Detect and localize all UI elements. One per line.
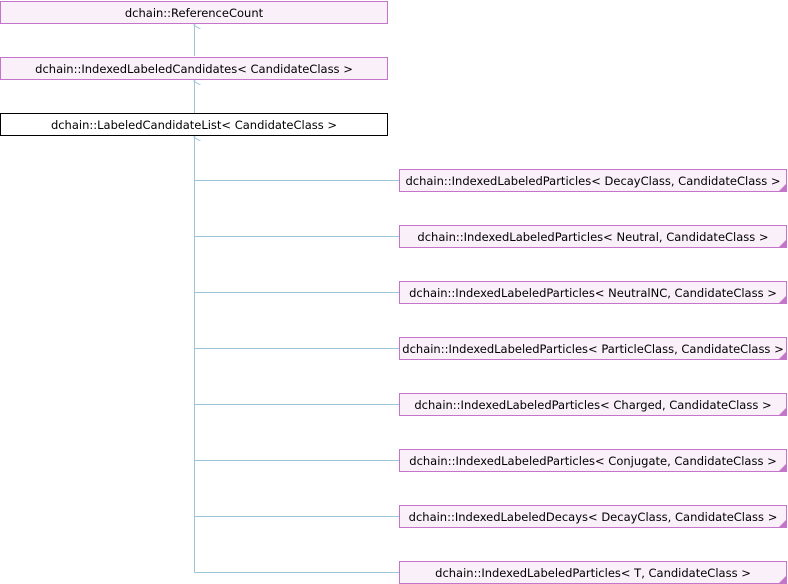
node-child-conjugate[interactable]: dchain::IndexedLabeledParticles< Conjuga… (399, 449, 787, 472)
node-labeled-candidate-list: dchain::LabeledCandidateList< CandidateC… (0, 113, 388, 136)
node-child-neutral-nc[interactable]: dchain::IndexedLabeledParticles< Neutral… (399, 281, 787, 304)
child-branches (194, 180, 399, 573)
node-reference-count[interactable]: dchain::ReferenceCount (0, 1, 388, 24)
node-child-decays[interactable]: dchain::IndexedLabeledDecays< DecayClass… (399, 505, 787, 528)
node-child-neutral[interactable]: dchain::IndexedLabeledParticles< Neutral… (399, 225, 787, 248)
node-child-t[interactable]: dchain::IndexedLabeledParticles< T, Cand… (399, 561, 787, 584)
node-indexed-labeled-candidates[interactable]: dchain::IndexedLabeledCandidates< Candid… (0, 57, 388, 80)
node-child-decay-class[interactable]: dchain::IndexedLabeledParticles< DecayCl… (399, 169, 787, 192)
node-child-charged[interactable]: dchain::IndexedLabeledParticles< Charged… (399, 393, 787, 416)
node-child-particle-class[interactable]: dchain::IndexedLabeledParticles< Particl… (399, 337, 787, 360)
